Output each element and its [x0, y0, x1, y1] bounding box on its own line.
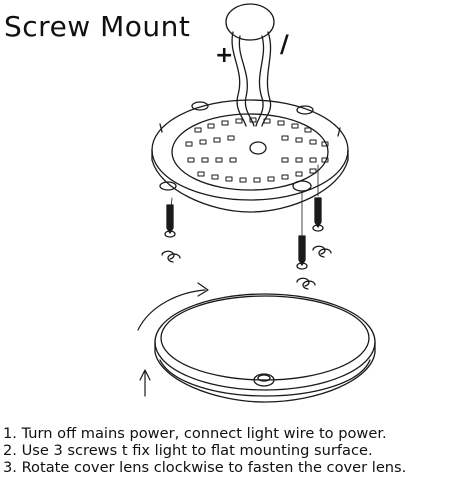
step-1: 1. Turn off mains power, connect light w… — [3, 425, 387, 442]
rotation-arrows — [137, 282, 209, 397]
step-2: 2. Use 3 screws t fix light to flat moun… — [3, 442, 373, 459]
led-array — [185, 117, 329, 183]
positive-symbol: + — [215, 43, 233, 68]
mounting-plate — [151, 99, 349, 213]
cover-lens — [154, 293, 376, 403]
step-3: 3. Rotate cover lens clockwise to fasten… — [3, 459, 407, 476]
screw-right-front — [296, 191, 316, 290]
negative-symbol: / — [280, 30, 289, 58]
screw-right-back — [312, 164, 332, 258]
instruction-steps: 1. Turn off mains power, connect light w… — [3, 425, 473, 476]
page-title: Screw Mount — [4, 10, 191, 43]
screw-left — [161, 197, 181, 263]
